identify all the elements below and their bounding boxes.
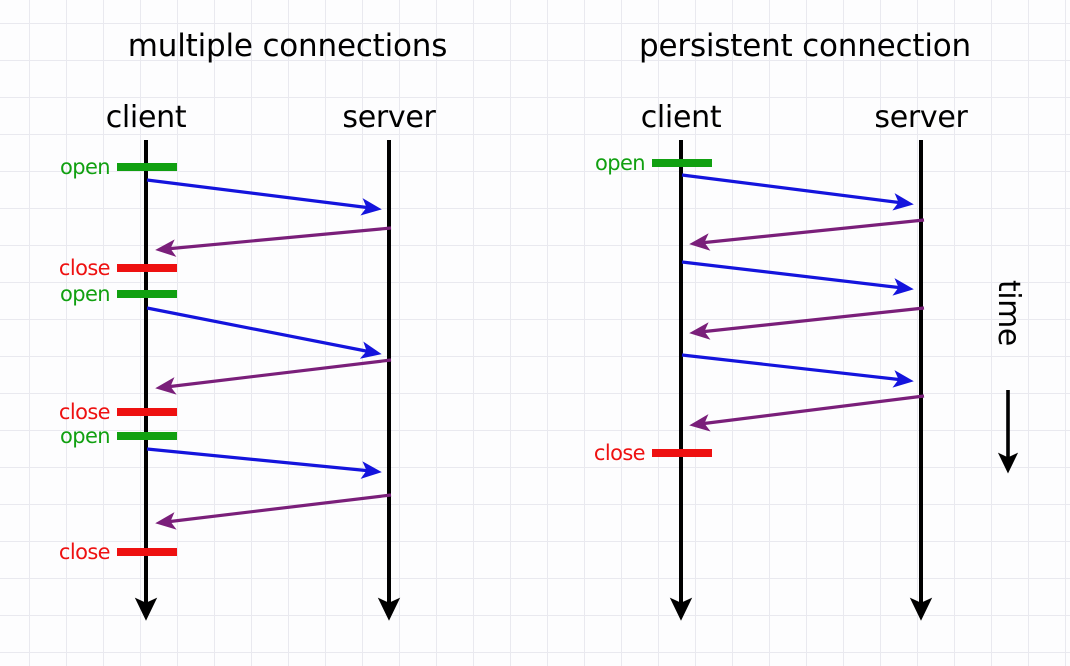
message-response-3	[155, 493, 392, 530]
actor-label-client-left: client	[105, 100, 187, 135]
event-label-open-persistent: open	[594, 151, 646, 175]
message-request-1	[146, 178, 382, 216]
event-label-close-3: close	[58, 540, 111, 564]
event-label-close-2: close	[58, 400, 111, 424]
message-request-p3	[681, 353, 914, 388]
message-request-2	[146, 306, 382, 359]
message-response-p3	[689, 394, 925, 432]
message-response-2	[155, 358, 392, 395]
actor-label-server-left: server	[342, 100, 436, 135]
event-label-open-3: open	[59, 424, 111, 448]
event-label-open-1: open	[59, 155, 111, 179]
actor-label-client-right: client	[640, 100, 722, 135]
message-response-p2	[689, 306, 925, 340]
message-request-3	[146, 447, 382, 479]
panel-title-persistent-connection: persistent connection	[639, 28, 971, 64]
actor-label-server-right: server	[874, 100, 968, 135]
message-request-p2	[681, 260, 914, 296]
event-label-close-1: close	[58, 256, 111, 280]
message-request-p1	[681, 173, 914, 211]
message-response-1	[155, 226, 392, 257]
message-response-p1	[689, 218, 925, 251]
event-label-open-2: open	[59, 282, 111, 306]
panel-title-multiple-connections: multiple connections	[127, 28, 448, 64]
event-label-close-persistent: close	[593, 441, 646, 465]
